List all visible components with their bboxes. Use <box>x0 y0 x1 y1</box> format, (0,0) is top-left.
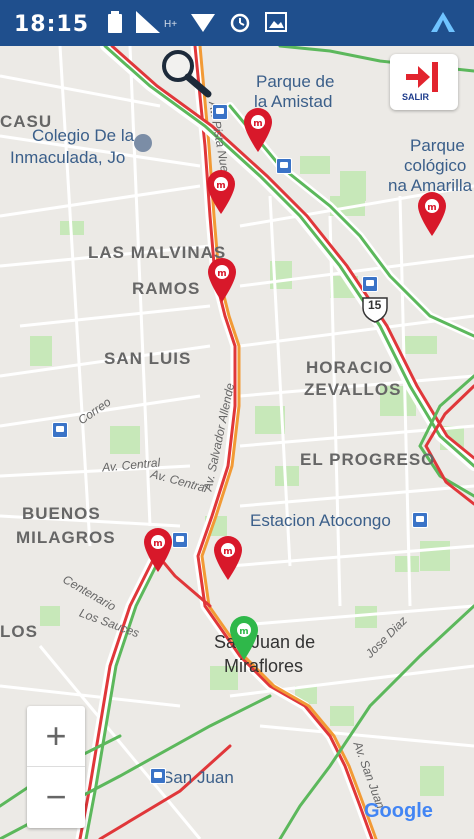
status-icons: H+ <box>108 11 288 38</box>
transit-station-icon[interactable] <box>52 422 68 438</box>
transit-station-icon[interactable] <box>362 276 378 292</box>
poi-label: cológico <box>404 156 467 175</box>
district-label: HORACIO <box>306 358 394 377</box>
map-pin-icon[interactable]: m <box>242 108 274 152</box>
school-icon[interactable] <box>134 134 152 152</box>
svg-text:m: m <box>153 539 162 549</box>
app-icon <box>430 10 456 39</box>
status-time: 18:15 <box>14 12 90 37</box>
svg-text:m: m <box>217 269 226 279</box>
district-label: LAS MALVINAS <box>88 243 227 262</box>
district-label: MILAGROS <box>16 528 116 547</box>
network-type-label: H+ <box>164 19 178 30</box>
poi-label: Parque de <box>256 72 335 91</box>
zoom-controls: + − <box>27 706 85 828</box>
alarm-icon <box>229 11 251 38</box>
battery-icon <box>108 11 122 38</box>
poi-label: Estacion Atocongo <box>250 511 391 530</box>
poi-label: Inmaculada, Jo <box>10 148 126 167</box>
current-location-pin-icon[interactable]: m <box>228 616 260 660</box>
place-label: Miraflores <box>224 656 304 676</box>
poi-label: la Amistad <box>254 92 333 111</box>
district-label: CASU <box>0 112 53 131</box>
transit-station-icon[interactable] <box>412 512 428 528</box>
zoom-out-button[interactable]: − <box>45 776 67 817</box>
svg-text:m: m <box>253 119 262 129</box>
map-pin-icon[interactable]: m <box>205 170 237 214</box>
transit-station-icon[interactable] <box>172 532 188 548</box>
district-label: BUENOS <box>22 504 101 523</box>
map-view[interactable]: 15 CASU LAS MALVINAS RAMOS SAN LUIS HORA… <box>0 46 474 839</box>
transit-station-icon[interactable] <box>212 104 228 120</box>
map-pin-icon[interactable]: m <box>212 536 244 580</box>
zoom-in-button[interactable]: + <box>27 706 85 767</box>
svg-text:m: m <box>216 181 225 191</box>
transit-station-icon[interactable] <box>276 158 292 174</box>
map-pin-icon[interactable]: m <box>416 192 448 236</box>
district-label: ZEVALLOS <box>304 380 402 399</box>
exit-label: SALIR <box>402 92 429 102</box>
svg-text:m: m <box>239 627 248 637</box>
poi-label: San Juan <box>162 768 234 787</box>
image-icon <box>265 12 288 37</box>
district-label: SAN LUIS <box>104 349 192 368</box>
signal-icon <box>136 11 160 38</box>
transit-station-icon[interactable] <box>150 768 166 784</box>
route-shield <box>362 297 388 323</box>
status-bar: 18:15 H+ <box>0 0 474 46</box>
poi-label: Colegio De la <box>32 126 135 145</box>
map-pin-icon[interactable]: m <box>142 528 174 572</box>
svg-text:m: m <box>427 203 436 213</box>
google-logo: Google <box>364 800 433 823</box>
wifi-icon <box>191 12 216 37</box>
district-label: RAMOS <box>132 279 201 298</box>
district-label: LOS <box>0 622 38 641</box>
svg-text:m: m <box>223 547 232 557</box>
map-pin-icon[interactable]: m <box>206 258 238 302</box>
poi-label: Parque <box>410 136 465 155</box>
exit-button[interactable]: SALIR <box>390 54 458 110</box>
poi-label: na Amarilla <box>388 176 473 195</box>
google-attribution: Google <box>364 800 433 822</box>
route-shield-number: 15 <box>368 298 382 312</box>
district-label: EL PROGRESO <box>300 450 436 469</box>
